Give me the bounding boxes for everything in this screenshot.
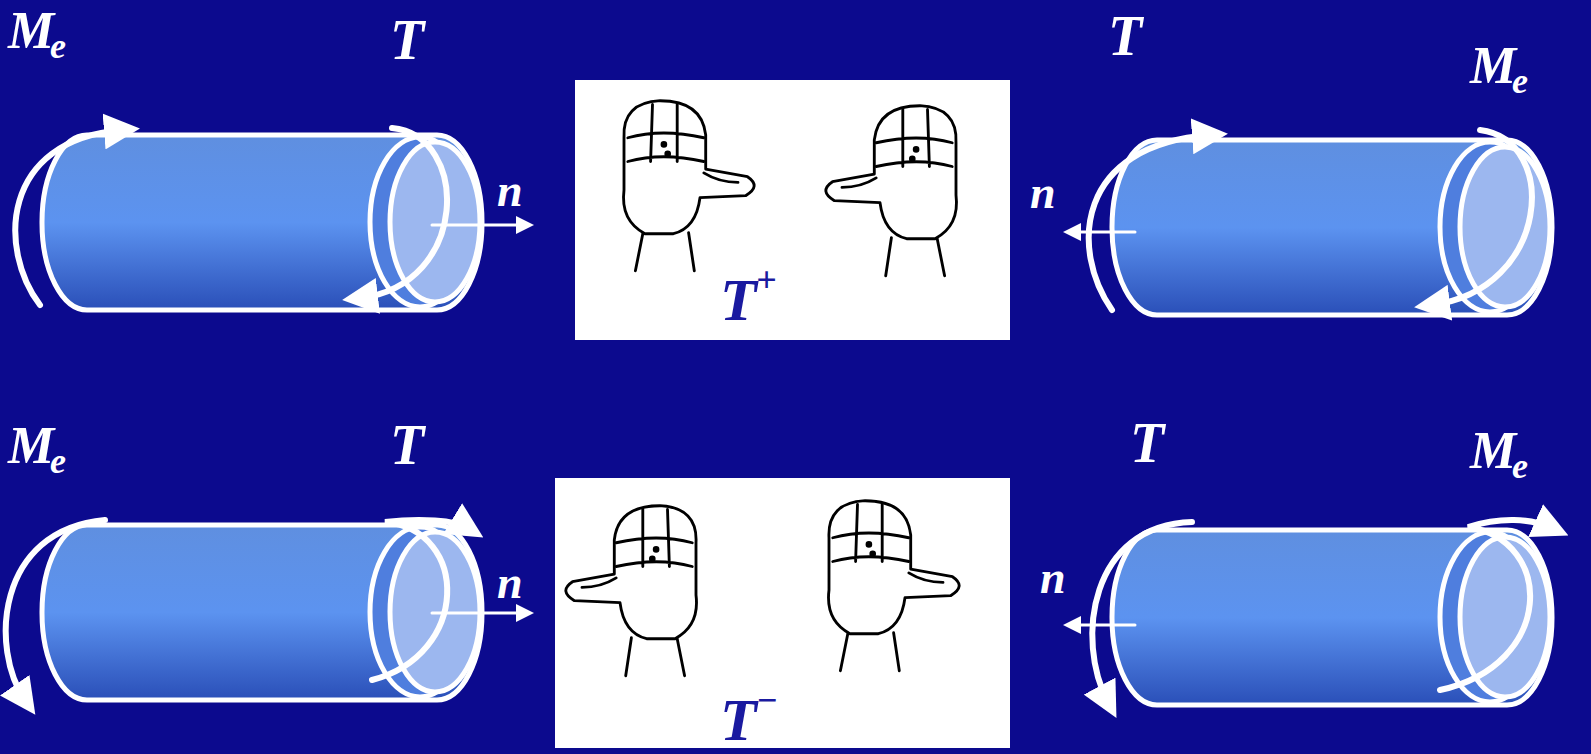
shaft	[42, 135, 482, 310]
torque-sign: T	[720, 270, 757, 330]
torque-sign: T	[720, 690, 757, 750]
normal-symbol: n	[497, 168, 523, 214]
shaft	[1112, 530, 1552, 705]
torque-symbol: T	[390, 417, 424, 473]
moment-symbol: M	[1470, 40, 1516, 92]
sign-superscript: −	[756, 682, 778, 718]
moment-symbol: M	[8, 420, 54, 472]
normal-symbol: n	[497, 560, 523, 606]
moment-symbol: M	[1470, 425, 1516, 477]
torque-symbol: T	[390, 12, 424, 68]
torque-symbol: T	[1108, 8, 1142, 64]
normal-symbol: n	[1030, 170, 1056, 216]
shaft	[1112, 140, 1552, 315]
moment-symbol: M	[8, 5, 54, 57]
moment-subscript: e	[1512, 448, 1528, 484]
hand-rule-panel	[555, 478, 1010, 748]
normal-symbol: n	[1040, 555, 1066, 601]
moment-subscript: e	[1512, 63, 1528, 99]
moment-subscript: e	[50, 28, 66, 64]
sign-superscript: +	[756, 262, 777, 298]
moment-subscript: e	[50, 443, 66, 479]
shaft	[42, 525, 482, 700]
hand-rule-panel	[575, 80, 1010, 340]
torque-symbol: T	[1130, 415, 1164, 471]
